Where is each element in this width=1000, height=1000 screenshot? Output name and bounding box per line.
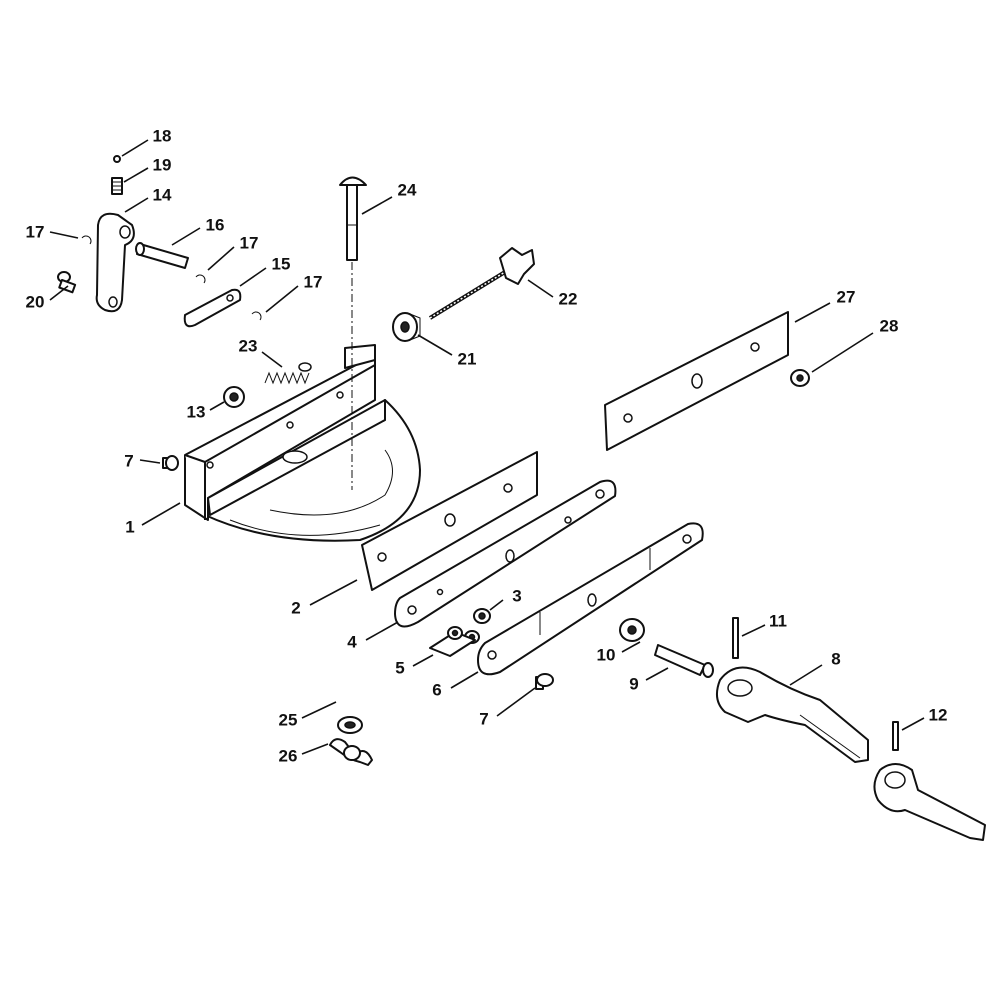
part-9-pin [654,644,714,678]
callout-17: 17 [240,233,259,252]
callout-16: 16 [206,215,225,234]
callout-19: 19 [153,155,172,174]
callout-1: 1 [125,517,134,536]
callout-7: 7 [479,709,488,728]
part-20-screw [57,271,77,294]
callout-27: 27 [837,287,856,306]
part-12-handle [873,763,986,841]
callout-10: 10 [597,645,616,664]
part-25-washer [337,716,363,734]
callout-25: 25 [279,710,298,729]
part-7-screw [162,455,554,690]
callout-7: 7 [124,451,133,470]
part-14-link [95,212,135,313]
callout-13: 13 [187,402,206,421]
part-11-roll-pin [732,617,739,659]
callout-17: 17 [304,272,323,291]
part-23-spring [264,362,312,385]
part-22-knob-screw [428,247,535,320]
part-10-washer [619,618,645,642]
part-6-bar [477,522,704,676]
part-2-plate [361,451,538,591]
part-12-roll-pin [892,721,899,751]
callout-labels: 18 19 14 17 16 17 15 17 20 24 22 21 27 2… [26,126,948,765]
callout-14: 14 [153,185,172,204]
part-17-clips [81,235,262,321]
callout-3: 3 [512,586,521,605]
part-27-plate [604,311,789,451]
leader-lines [49,139,925,755]
part-18-ball [113,155,121,163]
part-1-miter-gauge-body [184,344,421,542]
callout-5: 5 [395,658,404,677]
callout-8: 8 [831,649,840,668]
callout-18: 18 [153,126,172,145]
callout-4: 4 [347,632,357,651]
callout-21: 21 [458,349,477,368]
part-28-washer [790,369,810,387]
callout-23: 23 [239,336,258,355]
callout-9: 9 [629,674,638,693]
callout-17: 17 [26,222,45,241]
callout-28: 28 [880,316,899,335]
callout-22: 22 [559,289,578,308]
callout-15: 15 [272,254,291,273]
callout-2: 2 [291,598,300,617]
part-13-nut [223,386,245,408]
callout-12: 12 [929,705,948,724]
callout-6: 6 [432,680,441,699]
callout-20: 20 [26,292,45,311]
part-21-knurled-nut [392,312,421,342]
part-15-plate [183,288,242,328]
callout-11: 11 [769,611,787,630]
part-26-wing-nut [329,738,373,766]
callout-24: 24 [398,180,417,199]
part-19-spring [111,177,123,195]
part-16-pin [135,242,189,269]
part-8-handle [715,666,869,763]
callout-26: 26 [279,746,298,765]
part-5-clip [429,626,476,657]
part-24-carriage-bolt [339,176,367,490]
part-4-bar [394,479,617,628]
